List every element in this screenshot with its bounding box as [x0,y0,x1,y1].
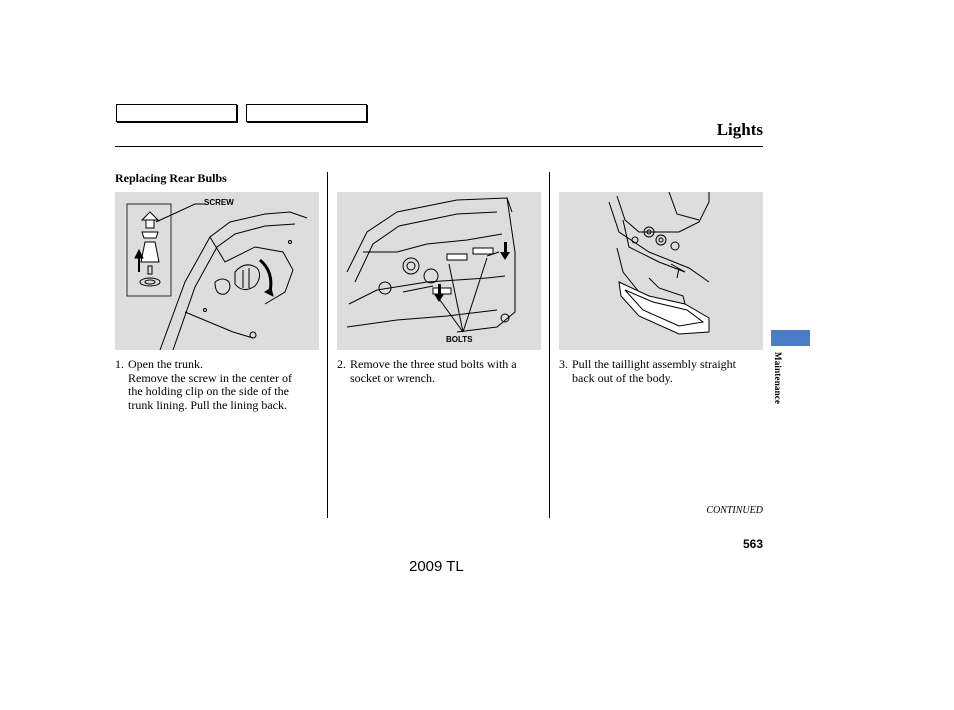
step-2-line-2: socket or wrench. [350,370,435,385]
maintenance-tab[interactable] [771,330,810,346]
step-1-line-3: the holding clip on the side of the [128,384,289,398]
step-1-line-1: Open the trunk. [128,357,203,371]
figure-trunk-screw: SCREW [115,192,319,350]
page-number: 563 [742,537,763,551]
step-1-line-4: trunk lining. Pull the lining back. [128,397,287,412]
figure-taillight-assembly [559,192,763,350]
step-2-line-1: Remove the three stud bolts with a [350,357,517,371]
header-rule [115,146,763,147]
step-1: 1. Open the trunk. Remove the screw in t… [115,357,325,412]
footer-model: 2009 TL [409,558,464,575]
taillight-assembly-illustration [608,192,710,335]
trunk-screw-illustration [126,203,308,350]
step-3-number: 3. [559,357,568,371]
step-2: 2. Remove the three stud bolts with a so… [337,357,547,385]
continued-note: CONTINUED [706,505,763,516]
step-3: 3. Pull the taillight assembly straight … [559,357,765,385]
figure-label-bolts: BOLTS [446,335,473,344]
step-3-line-2: back out of the body. [572,370,673,385]
column-divider-2 [549,172,550,518]
figure-label-screw: SCREW [204,198,234,207]
column-divider-1 [327,172,328,518]
nav-box-1[interactable] [116,104,237,122]
figure-stud-bolts: BOLTS [337,192,541,350]
page-title: Lights [716,120,763,139]
step-1-line-2: Remove the screw in the center of [128,370,292,385]
step-2-number: 2. [337,357,346,371]
step-3-line-1: Pull the taillight assembly straight [572,357,736,371]
step-1-number: 1. [115,357,124,371]
nav-box-2[interactable] [246,104,367,122]
maintenance-tab-label: Maintenance [773,352,783,405]
section-heading: Replacing Rear Bulbs [115,171,227,185]
stud-bolts-illustration [346,197,516,333]
